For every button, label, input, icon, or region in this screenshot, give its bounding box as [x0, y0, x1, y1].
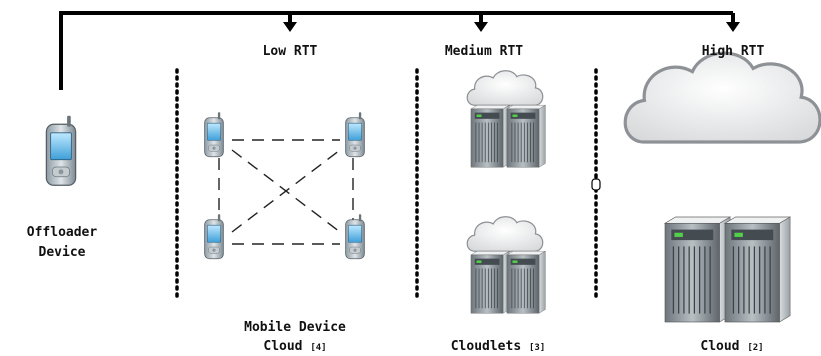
high-rtt-label: High RTT: [701, 44, 765, 59]
distribution-lines: [59, 11, 735, 90]
arrow-low-rtt: [283, 22, 297, 32]
mesh-links: [218, 139, 354, 245]
mobile-device-cloud-label-line2: Cloud [4]: [210, 339, 380, 354]
mobile-device-cloud-label-line1: Mobile Device: [244, 320, 346, 335]
cloud-label: Cloud [2]: [680, 339, 784, 354]
cloud-ref: [2]: [747, 343, 764, 353]
cloud-server-icon: [623, 51, 821, 144]
peer-phone-icon: [204, 111, 224, 158]
offloader-label-line1: Offloader: [26, 225, 98, 240]
peer-phone-icon: [345, 213, 365, 260]
offloader-label-line2: Device: [38, 245, 86, 260]
cloud-server-icon: [664, 216, 791, 323]
arrow-high-rtt: [726, 22, 740, 32]
mobile-device-cloud-ref: [4]: [310, 343, 327, 353]
medium-rtt-label: Medium RTT: [444, 44, 524, 59]
arrow-heads: [283, 22, 740, 32]
cloud-text: Cloud: [700, 339, 740, 354]
arrow-medium-rtt: [474, 22, 488, 32]
low-rtt-label: Low RTT: [262, 44, 318, 59]
separator-marker: [591, 178, 601, 191]
cloudlets-ref: [3]: [529, 343, 546, 353]
peer-phone-icon: [204, 213, 224, 260]
cloudlet-server-icon: [466, 70, 546, 168]
cloudlets-label: Cloudlets [3]: [438, 339, 558, 354]
cloudlets-text: Cloudlets: [450, 339, 522, 354]
mobile-device-cloud-text: Cloud: [263, 339, 303, 354]
cloudlet-server-icon: [466, 216, 546, 314]
peer-phone-icon: [345, 111, 365, 158]
offloader-phone-icon: [45, 115, 77, 186]
